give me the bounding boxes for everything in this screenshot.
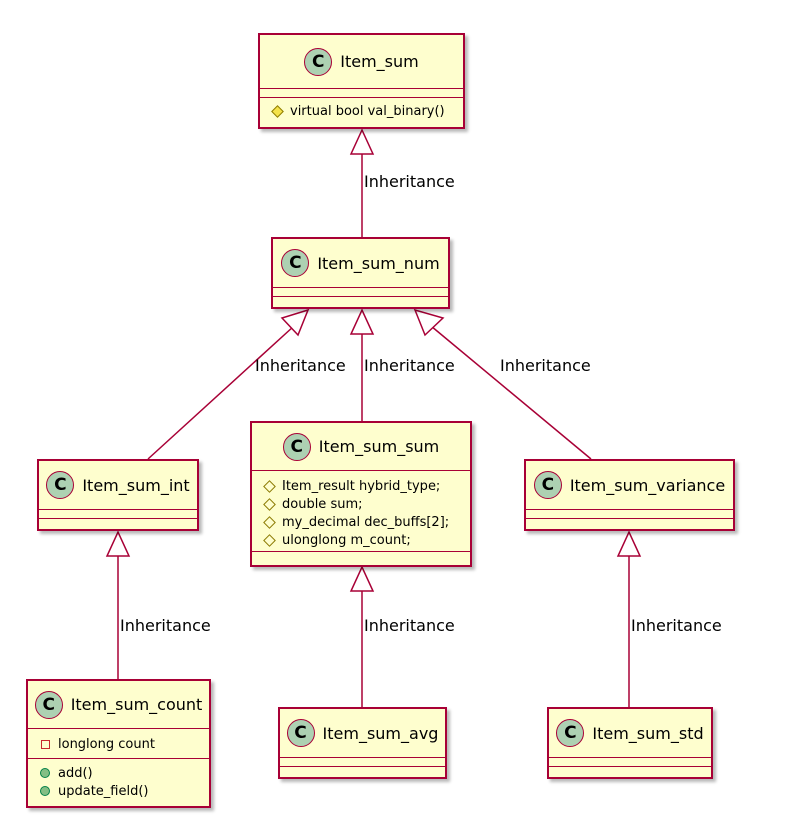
- edge-label-inheritance: Inheritance: [120, 616, 211, 635]
- class-icon: C: [282, 432, 311, 461]
- class-header: C Item_sum_avg: [280, 709, 445, 757]
- fields-section: [260, 88, 463, 97]
- class-icon: C: [46, 471, 75, 499]
- class-name: Item_sum_variance: [569, 475, 726, 495]
- method-text: virtual bool val_binary(): [290, 103, 445, 119]
- edge-label-inheritance: Inheritance: [364, 172, 455, 191]
- class-name: Item_sum_std: [592, 723, 704, 743]
- class-header: C Item_sum: [260, 35, 463, 88]
- method-text: add(): [58, 765, 93, 781]
- methods-section: virtual bool val_binary(): [260, 97, 463, 120]
- protected-field-icon: [262, 497, 276, 511]
- field-text: longlong count: [58, 736, 155, 752]
- class-item-sum-sum[interactable]: C Item_sum_sum Item_result hybrid_type; …: [250, 421, 472, 567]
- arrowhead-sum-num-left: [280, 308, 310, 337]
- class-icon: C: [34, 690, 63, 719]
- methods-section: [280, 766, 445, 777]
- class-item-sum-count[interactable]: C Item_sum_count longlong count add() up…: [26, 679, 211, 808]
- arrowhead-int: [105, 530, 131, 557]
- class-item-sum-avg[interactable]: C Item_sum_avg: [278, 707, 447, 779]
- methods-section: [252, 551, 470, 561]
- protected-field-icon: [262, 533, 276, 547]
- field-text: my_decimal dec_buffs[2];: [282, 514, 450, 530]
- class-name: Item_sum_count: [70, 695, 203, 714]
- public-method-icon: [38, 786, 52, 796]
- class-icon: C: [533, 471, 562, 499]
- field-row: longlong count: [28, 735, 209, 753]
- fields-section: [273, 287, 448, 296]
- protected-method-icon: [270, 104, 284, 118]
- class-header: C Item_sum_int: [39, 461, 197, 509]
- class-icon: C: [556, 719, 585, 747]
- field-row: double sum;: [252, 495, 470, 513]
- edge-label-inheritance: Inheritance: [631, 616, 722, 635]
- field-row: Item_result hybrid_type;: [252, 477, 470, 495]
- class-item-sum-std[interactable]: C Item_sum_std: [547, 707, 713, 779]
- class-header: C Item_sum_count: [28, 681, 209, 728]
- edge-label-inheritance: Inheritance: [255, 356, 346, 375]
- field-text: ulonglong m_count;: [282, 532, 411, 548]
- public-method-icon: [38, 768, 52, 778]
- class-item-sum-num[interactable]: C Item_sum_num: [271, 237, 450, 309]
- method-row: add(): [28, 764, 209, 782]
- class-name: Item_sum_avg: [322, 723, 439, 743]
- class-header: C Item_sum_sum: [252, 423, 470, 470]
- edge-int-to-sum-num: [147, 325, 295, 460]
- class-name: Item_sum_int: [82, 475, 190, 495]
- class-item-sum-variance[interactable]: C Item_sum_variance: [524, 459, 735, 531]
- arrowhead-sum: [349, 128, 375, 155]
- edge-label-inheritance: Inheritance: [500, 356, 591, 375]
- method-text: update_field(): [58, 783, 149, 799]
- class-item-sum[interactable]: C Item_sum virtual bool val_binary(): [258, 33, 465, 129]
- method-row: update_field(): [28, 782, 209, 800]
- class-icon: C: [286, 719, 315, 747]
- arrowhead-sum-num-right: [413, 308, 445, 337]
- private-field-icon: [38, 739, 52, 749]
- class-item-sum-int[interactable]: C Item_sum_int: [37, 459, 199, 531]
- methods-section: [273, 296, 448, 307]
- class-icon: C: [281, 249, 310, 277]
- methods-section: add() update_field(): [28, 758, 209, 800]
- protected-field-icon: [262, 479, 276, 493]
- edge-label-inheritance: Inheritance: [364, 356, 455, 375]
- fields-section: Item_result hybrid_type; double sum; my_…: [252, 470, 470, 551]
- protected-field-icon: [262, 515, 276, 529]
- field-text: Item_result hybrid_type;: [282, 478, 441, 494]
- fields-section: [280, 757, 445, 766]
- methods-section: [526, 518, 733, 529]
- fields-section: longlong count: [28, 728, 209, 758]
- class-name: Item_sum_sum: [318, 437, 440, 456]
- fields-section: [39, 509, 197, 518]
- field-text: double sum;: [282, 496, 363, 512]
- arrowhead-sum-num-center: [349, 308, 375, 335]
- methods-section: [549, 766, 711, 777]
- fields-section: [549, 757, 711, 766]
- class-header: C Item_sum_num: [273, 239, 448, 287]
- class-name: Item_sum_num: [317, 253, 440, 273]
- arrowhead-variance: [616, 530, 642, 557]
- field-row: ulonglong m_count;: [252, 531, 470, 549]
- field-row: my_decimal dec_buffs[2];: [252, 513, 470, 531]
- arrowhead-sum-sum: [349, 565, 375, 592]
- methods-section: [39, 518, 197, 529]
- fields-section: [526, 509, 733, 518]
- class-header: C Item_sum_variance: [526, 461, 733, 509]
- method-row: virtual bool val_binary(): [260, 102, 463, 120]
- class-header: C Item_sum_std: [549, 709, 711, 757]
- class-icon: C: [304, 47, 333, 76]
- edge-label-inheritance: Inheritance: [364, 616, 455, 635]
- class-name: Item_sum: [340, 52, 419, 71]
- edge-variance-to-sum-num: [430, 325, 592, 460]
